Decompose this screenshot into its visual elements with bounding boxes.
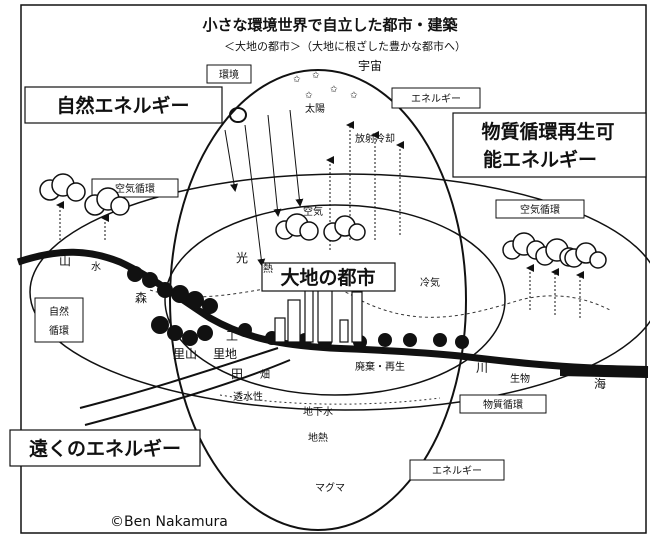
air-cycle-box-right: 空気循環 <box>495 199 585 219</box>
air-label: 空気 <box>303 205 323 218</box>
inner-city-ellipse <box>164 204 506 396</box>
solar-rays <box>224 109 304 267</box>
terrain-river-line <box>16 248 649 374</box>
copyright-text: ©Ben Nakamura <box>110 514 228 530</box>
waste-regen-label: 廃棄・再生 <box>355 360 405 373</box>
cloud-updraft-arrows <box>56 201 584 318</box>
svg-text:自然: 自然 <box>49 305 69 318</box>
tree-icons <box>127 266 469 349</box>
svg-text:✩: ✩ <box>330 85 338 95</box>
distant-energy-callout: 遠くのエネルギー <box>9 429 201 467</box>
energy-box-bottom: エネルギー <box>409 459 505 481</box>
diagram-subtitle: ＜大地の都市＞（大地に根ざした豊かな都市へ） <box>224 39 466 53</box>
material-cycle-box: 物質循環 <box>459 394 547 414</box>
distant-energy-lines <box>79 347 291 426</box>
svg-text:遠くのエネルギー: 遠くのエネルギー <box>29 438 181 460</box>
air-flow-dashed-wave <box>149 284 611 318</box>
energy-box-top: エネルギー <box>391 87 481 109</box>
geothermal-label: 地熱 <box>308 431 328 444</box>
ground-dotted-line <box>219 394 441 405</box>
svg-text:エネルギー: エネルギー <box>411 93 461 105</box>
svg-text:空気循環: 空気循環 <box>520 203 560 216</box>
svg-text:空気循環: 空気循環 <box>115 182 155 195</box>
radiative-arrows <box>326 121 404 250</box>
groundwater-label: 地下水 <box>303 405 333 418</box>
sea-band <box>560 364 648 378</box>
sea-label: 海 <box>594 376 606 391</box>
outer-egg-ellipse <box>169 69 467 531</box>
garden-label: 畑 <box>260 368 270 381</box>
sun-icon <box>229 107 247 123</box>
svg-text:✩: ✩ <box>350 91 358 101</box>
living-label: 生物 <box>510 372 530 385</box>
natural-cycle-box: 自然 循環 <box>34 297 84 343</box>
mountain-label: 山 <box>59 254 71 268</box>
svg-text:循環: 循環 <box>49 324 69 337</box>
svg-text:物質循環再生可: 物質循環再生可 <box>481 120 614 143</box>
svg-text:自然エネルギー: 自然エネルギー <box>56 94 189 117</box>
river-label: 川 <box>476 361 488 375</box>
universe-label: 宇宙 <box>358 58 382 73</box>
field-label: 田 <box>231 367 243 381</box>
svg-text:能エネルギー: 能エネルギー <box>483 148 597 171</box>
svg-text:エネルギー: エネルギー <box>432 465 482 477</box>
cool-air-label: 冷気 <box>420 276 440 289</box>
forest-label: 森 <box>135 290 147 305</box>
svg-text:大地の都市: 大地の都市 <box>280 266 375 289</box>
star-icons: ✩ ✩ ✩ ✩ ✩ <box>293 71 358 101</box>
magma-label: マグマ <box>315 481 345 494</box>
svg-text:✩: ✩ <box>305 91 313 101</box>
environment-ring <box>29 173 650 411</box>
heat-label: 熱 <box>263 262 273 275</box>
sun-label: 太陽 <box>305 102 325 115</box>
work-label: 工 <box>226 329 238 343</box>
light-label: 光 <box>236 251 248 265</box>
building-icons <box>274 274 363 343</box>
permeability-label: 透水性 <box>233 390 263 403</box>
svg-text:✩: ✩ <box>293 75 301 85</box>
environment-box: 環境 <box>206 64 252 84</box>
satochi-label: 里地 <box>213 347 237 361</box>
satoyama-label: 里山 <box>173 347 197 361</box>
cloud-icons <box>39 173 607 269</box>
recycled-energy-callout: 物質循環再生可 能エネルギー <box>452 112 647 178</box>
water-label: 水 <box>91 261 101 273</box>
city-of-earth-box: 大地の都市 <box>261 262 396 292</box>
natural-energy-callout: 自然エネルギー <box>24 86 223 124</box>
svg-text:物質循環: 物質循環 <box>483 398 523 411</box>
svg-text:✩: ✩ <box>312 71 320 81</box>
svg-text:環境: 環境 <box>219 68 239 81</box>
diagram-title: 小さな環境世界で自立した都市・建築 <box>202 16 458 34</box>
